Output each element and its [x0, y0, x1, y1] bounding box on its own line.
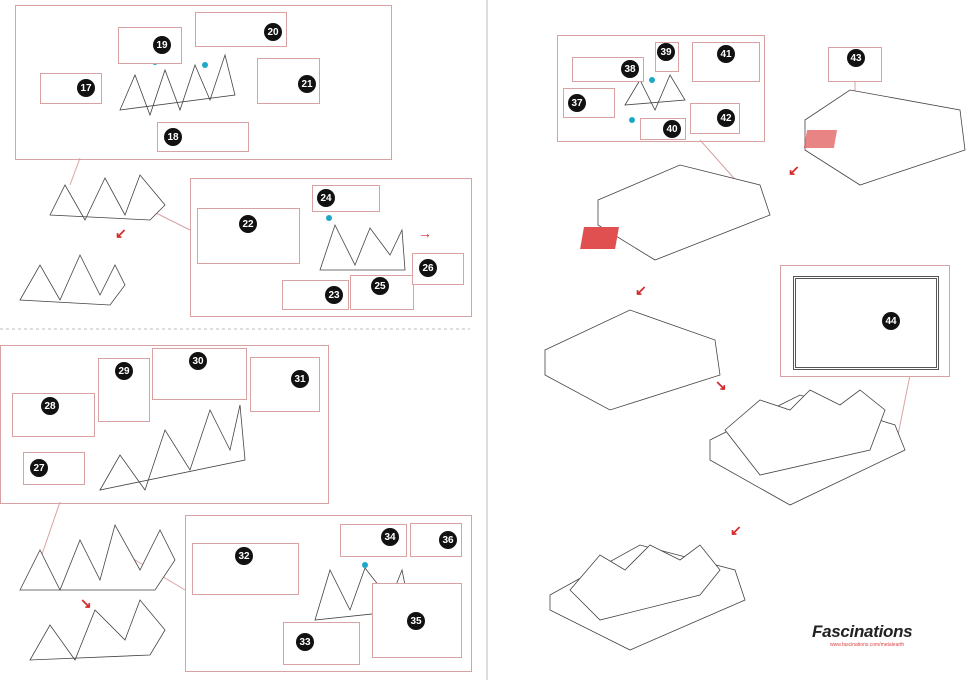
- part-number-badge: 20: [264, 23, 282, 41]
- part-number-badge: 34: [381, 528, 399, 546]
- part-box-31: 31: [250, 357, 320, 412]
- part-number-badge: 21: [298, 75, 316, 93]
- part-box-39: 39: [655, 42, 679, 72]
- part-number-badge: 29: [115, 362, 133, 380]
- part-box-19: 19: [118, 27, 182, 64]
- part-number-badge: 25: [371, 277, 389, 295]
- part-number-badge: 43: [847, 49, 865, 67]
- part-box-28: 28: [12, 393, 95, 437]
- part-box-26: 26: [412, 253, 464, 285]
- shell-sketches: [19, 53, 966, 661]
- part-box-37: 37: [563, 88, 615, 118]
- svg-text:↙: ↙: [788, 162, 800, 178]
- svg-text:↙: ↙: [730, 522, 742, 538]
- part-number-badge: 39: [657, 43, 675, 61]
- svg-text:↙: ↙: [635, 282, 647, 298]
- panel-step-37-42: [557, 35, 765, 142]
- part-number-badge: 17: [77, 79, 95, 97]
- base-plate-drawing: [793, 276, 939, 370]
- part-number-badge: 41: [717, 45, 735, 63]
- part-box-29: 29: [98, 358, 150, 422]
- part-box-23: 23: [282, 280, 349, 310]
- panel-step-32-36: [185, 515, 472, 672]
- part-box-27: 27: [23, 452, 85, 485]
- part-box-43: 43: [828, 47, 882, 82]
- part-number-badge: 37: [568, 94, 586, 112]
- part-box-22: 22: [197, 208, 300, 264]
- svg-text:→: →: [418, 225, 432, 241]
- part-number-badge: 31: [291, 370, 309, 388]
- part-number-badge: 28: [41, 397, 59, 415]
- part-box-40: 40: [640, 118, 686, 140]
- panel-step-17-21: [15, 5, 392, 160]
- part-number-badge: 38: [621, 60, 639, 78]
- svg-text:↘: ↘: [715, 377, 727, 393]
- part-box-30: 30: [152, 348, 247, 400]
- part-box-25: 25: [350, 275, 414, 310]
- part-box-35: 35: [372, 583, 462, 658]
- part-number-badge: 18: [164, 128, 182, 146]
- svg-text:↘: ↘: [80, 595, 92, 611]
- part-number-badge: 27: [30, 459, 48, 477]
- part-number-badge: 30: [189, 352, 207, 370]
- panel-step-22-26: [190, 178, 472, 317]
- panel-step-44: [780, 265, 950, 377]
- part-box-42: 42: [690, 103, 740, 134]
- brand-url: www.fascinations.com/metalearth: [830, 642, 905, 648]
- part-number-badge: 33: [296, 633, 314, 651]
- part-number-badge: 22: [239, 215, 257, 233]
- part-box-20: 20: [195, 12, 287, 47]
- part-box-32: 32: [192, 543, 299, 595]
- part-box-36: 36: [410, 523, 462, 557]
- part-box-33: 33: [283, 622, 360, 665]
- part-number-badge: 24: [317, 189, 335, 207]
- part-box-17: 17: [40, 73, 102, 104]
- panel-step-27-31: [0, 345, 329, 504]
- part-box-18: 18: [157, 122, 249, 152]
- brand-logo: Fascinations www.fascinations.com/metale…: [812, 622, 913, 648]
- part-number-badge: 32: [235, 547, 253, 565]
- part-box-38: 38: [572, 57, 644, 82]
- part-number-badge: 35: [407, 612, 425, 630]
- part-number-badge: 26: [419, 259, 437, 277]
- part-box-24: 24: [312, 185, 380, 212]
- arrows: ↙ → ↘ ↙ ↙ ↘ ↙: [80, 162, 800, 611]
- part-number-badge: 19: [153, 36, 171, 54]
- part-number-badge: 40: [663, 120, 681, 138]
- part-number-badge-44: 44: [882, 312, 900, 330]
- svg-text:↙: ↙: [115, 225, 127, 241]
- part-box-21: 21: [257, 58, 320, 104]
- part-number-badge: 23: [325, 286, 343, 304]
- brand-name: Fascinations: [812, 622, 913, 641]
- part-box-34: 34: [340, 524, 407, 557]
- part-number-badge: 42: [717, 109, 735, 127]
- part-number-badge: 36: [439, 531, 457, 549]
- part-box-41: 41: [692, 42, 760, 82]
- highlight-marks: [580, 130, 838, 249]
